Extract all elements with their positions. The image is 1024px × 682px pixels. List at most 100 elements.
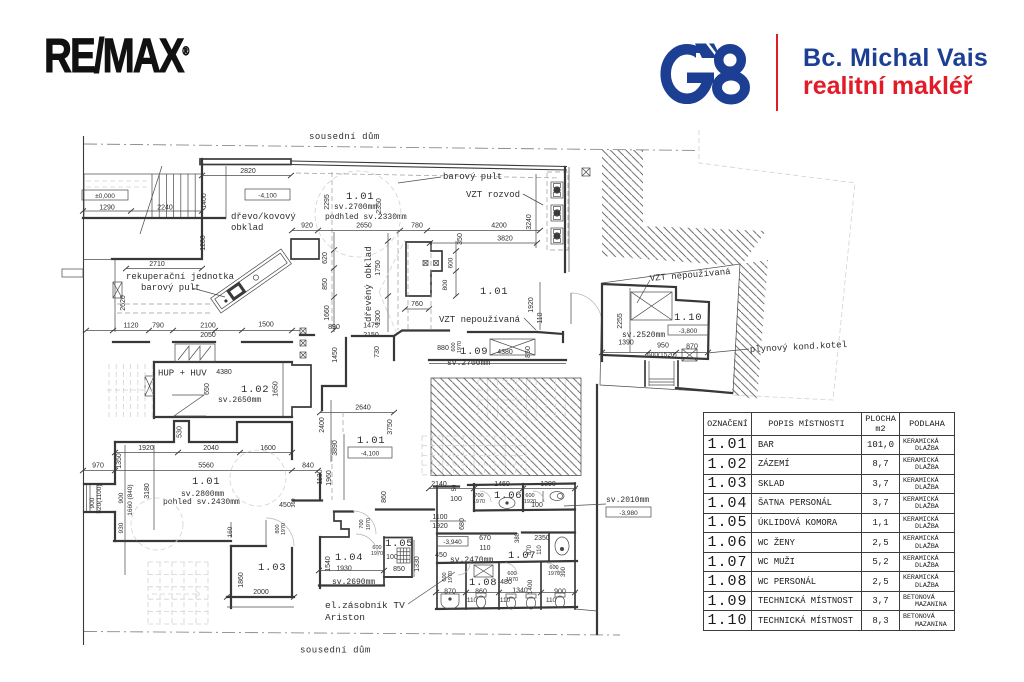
- svg-text:1.05: 1.05: [385, 538, 413, 550]
- svg-text:600: 600: [525, 493, 534, 499]
- svg-text:390: 390: [561, 566, 567, 577]
- svg-text:600: 600: [372, 545, 381, 551]
- svg-text:sv.2800mm: sv.2800mm: [181, 490, 224, 499]
- svg-text:1920: 1920: [528, 297, 535, 313]
- svg-text:450: 450: [435, 552, 447, 559]
- svg-text:2295: 2295: [324, 194, 331, 210]
- svg-text:860: 860: [381, 491, 388, 503]
- svg-text:1750: 1750: [375, 260, 382, 276]
- svg-text:860: 860: [475, 589, 487, 596]
- svg-text:±0,000: ±0,000: [95, 193, 115, 200]
- svg-text:970: 970: [92, 463, 104, 470]
- svg-text:780: 780: [411, 223, 423, 230]
- svg-text:2350: 2350: [376, 198, 383, 214]
- svg-text:1.06: 1.06: [494, 490, 522, 502]
- svg-text:1970: 1970: [457, 341, 463, 353]
- svg-text:sv.2650mm: sv.2650mm: [218, 396, 261, 405]
- svg-text:110: 110: [537, 312, 544, 323]
- svg-text:870: 870: [686, 344, 698, 351]
- svg-text:1300: 1300: [375, 310, 382, 326]
- svg-text:1970: 1970: [366, 518, 372, 530]
- svg-text:2650: 2650: [356, 223, 372, 230]
- svg-text:600(1520): 600(1520): [647, 352, 677, 359]
- svg-text:1600: 1600: [260, 445, 276, 452]
- svg-text:2040: 2040: [203, 445, 219, 452]
- svg-text:3820: 3820: [497, 236, 513, 243]
- svg-text:1390: 1390: [540, 481, 556, 488]
- svg-text:sousední dům: sousední dům: [300, 646, 371, 656]
- svg-text:520(1100): 520(1100): [96, 484, 103, 513]
- svg-text:1340: 1340: [512, 588, 528, 595]
- svg-text:870: 870: [527, 544, 533, 555]
- svg-text:el.zásobník TV: el.zásobník TV: [325, 600, 405, 611]
- svg-text:1540: 1540: [325, 556, 332, 572]
- svg-text:730: 730: [374, 346, 381, 358]
- svg-text:800: 800: [275, 524, 281, 533]
- svg-text:2240: 2240: [157, 205, 173, 212]
- svg-text:3240: 3240: [526, 214, 533, 230]
- svg-text:3180: 3180: [144, 483, 151, 499]
- svg-text:4200: 4200: [491, 223, 507, 230]
- svg-text:Ariston: Ariston: [325, 612, 365, 623]
- svg-text:podhled sv.2330mm: podhled sv.2330mm: [325, 213, 407, 222]
- svg-text:480: 480: [500, 579, 512, 586]
- svg-text:obklad: obklad: [231, 223, 263, 233]
- svg-text:1970: 1970: [473, 499, 485, 505]
- svg-text:1660: 1660: [324, 305, 331, 321]
- svg-text:sv.2690mm: sv.2690mm: [332, 578, 375, 587]
- svg-text:dřevěný obklad: dřevěný obklad: [364, 246, 374, 322]
- svg-text:2000: 2000: [253, 589, 269, 596]
- svg-text:100: 100: [450, 496, 462, 503]
- svg-text:1.01: 1.01: [357, 435, 385, 447]
- svg-text:-3,940: -3,940: [443, 539, 462, 546]
- svg-text:2050: 2050: [200, 332, 216, 339]
- svg-text:350: 350: [457, 233, 464, 245]
- svg-text:1290: 1290: [99, 205, 115, 212]
- svg-text:950: 950: [657, 343, 669, 350]
- svg-text:840: 840: [302, 463, 314, 470]
- svg-text:sousední dům: sousední dům: [309, 132, 380, 142]
- svg-text:sv.2470mm: sv.2470mm: [450, 556, 493, 565]
- svg-text:1.10: 1.10: [674, 312, 702, 324]
- svg-text:4380: 4380: [216, 369, 232, 376]
- svg-text:pohled sv.2430mm: pohled sv.2430mm: [163, 498, 240, 507]
- svg-text:-3,800: -3,800: [679, 328, 698, 335]
- svg-text:1500: 1500: [258, 322, 274, 329]
- svg-text:920: 920: [301, 223, 313, 230]
- svg-text:600: 600: [549, 565, 558, 571]
- svg-text:-4,100: -4,100: [361, 451, 380, 458]
- svg-text:900: 900: [89, 497, 96, 508]
- svg-text:900: 900: [118, 492, 125, 503]
- svg-text:530: 530: [177, 426, 184, 438]
- svg-text:600: 600: [451, 342, 457, 351]
- svg-text:4380: 4380: [497, 349, 513, 356]
- svg-text:110: 110: [500, 597, 511, 604]
- svg-text:1.03: 1.03: [258, 562, 286, 574]
- svg-text:850: 850: [322, 278, 329, 290]
- svg-text:VZT nepoužívaná: VZT nepoužívaná: [439, 315, 521, 325]
- svg-text:900: 900: [554, 589, 566, 596]
- svg-text:3750: 3750: [387, 419, 394, 435]
- svg-text:1475: 1475: [363, 323, 379, 330]
- svg-text:450: 450: [279, 502, 291, 509]
- svg-text:760: 760: [411, 301, 423, 308]
- svg-text:dřevo/kovový: dřevo/kovový: [231, 212, 296, 222]
- svg-text:1.02: 1.02: [241, 384, 269, 396]
- svg-text:360: 360: [291, 498, 297, 507]
- svg-text:1920: 1920: [432, 523, 448, 530]
- svg-text:1460: 1460: [494, 481, 510, 488]
- svg-text:barový pult: barový pult: [141, 283, 200, 293]
- svg-text:2140: 2140: [431, 481, 447, 488]
- svg-text:850: 850: [525, 346, 532, 358]
- svg-text:1130: 1130: [317, 469, 324, 484]
- svg-text:620: 620: [322, 252, 329, 264]
- svg-text:50: 50: [452, 484, 458, 491]
- svg-text:VZT nepoužívaná: VZT nepoužívaná: [649, 267, 731, 284]
- svg-text:1650: 1650: [273, 381, 280, 397]
- svg-text:plynový kond.kotel: plynový kond.kotel: [750, 340, 848, 355]
- svg-text:870: 870: [444, 589, 456, 596]
- svg-text:1970: 1970: [548, 571, 560, 577]
- svg-text:2350: 2350: [534, 535, 550, 542]
- svg-text:1660 (840): 1660 (840): [127, 484, 134, 515]
- svg-text:barový pult: barový pult: [443, 172, 502, 182]
